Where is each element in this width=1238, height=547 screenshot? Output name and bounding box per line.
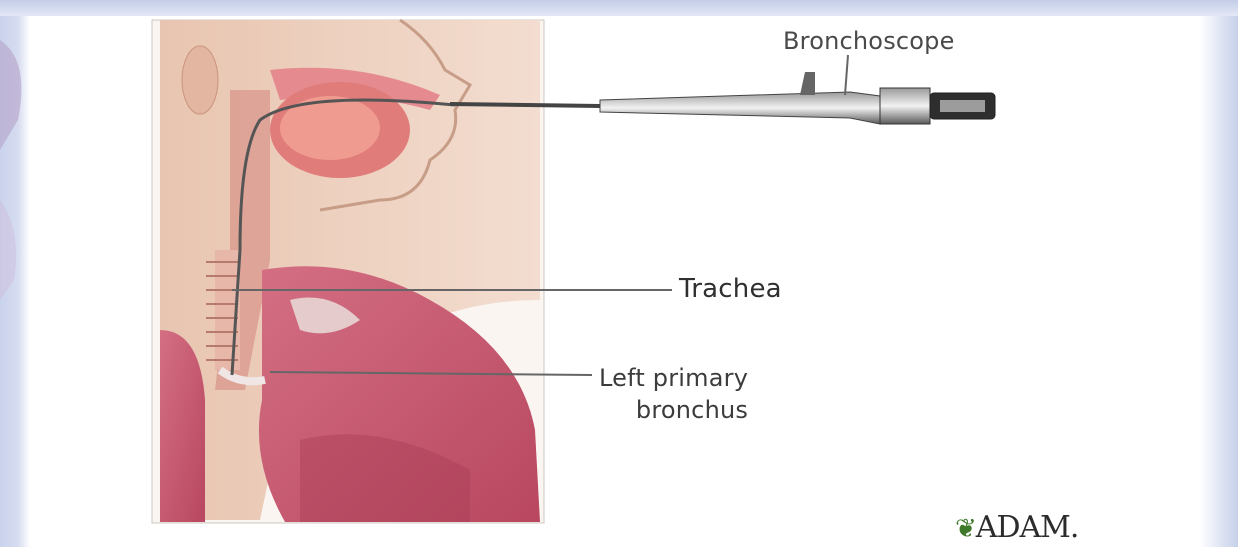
anatomy-panel [152, 20, 544, 523]
leaf-icon: ❦ [955, 514, 976, 544]
bronchoscope-leader [845, 55, 848, 95]
label-trachea: Trachea [679, 274, 782, 304]
adam-logo-text: ADAM. [976, 510, 1079, 545]
label-left-primary-bronchus-line1: Left primary [599, 362, 748, 394]
label-left-primary-bronchus: Left primary bronchus [599, 362, 748, 426]
adam-logo: ❦ADAM. [955, 510, 1078, 545]
label-bronchoscope: Bronchoscope [783, 27, 955, 55]
label-left-primary-bronchus-line2: bronchus [599, 394, 748, 426]
